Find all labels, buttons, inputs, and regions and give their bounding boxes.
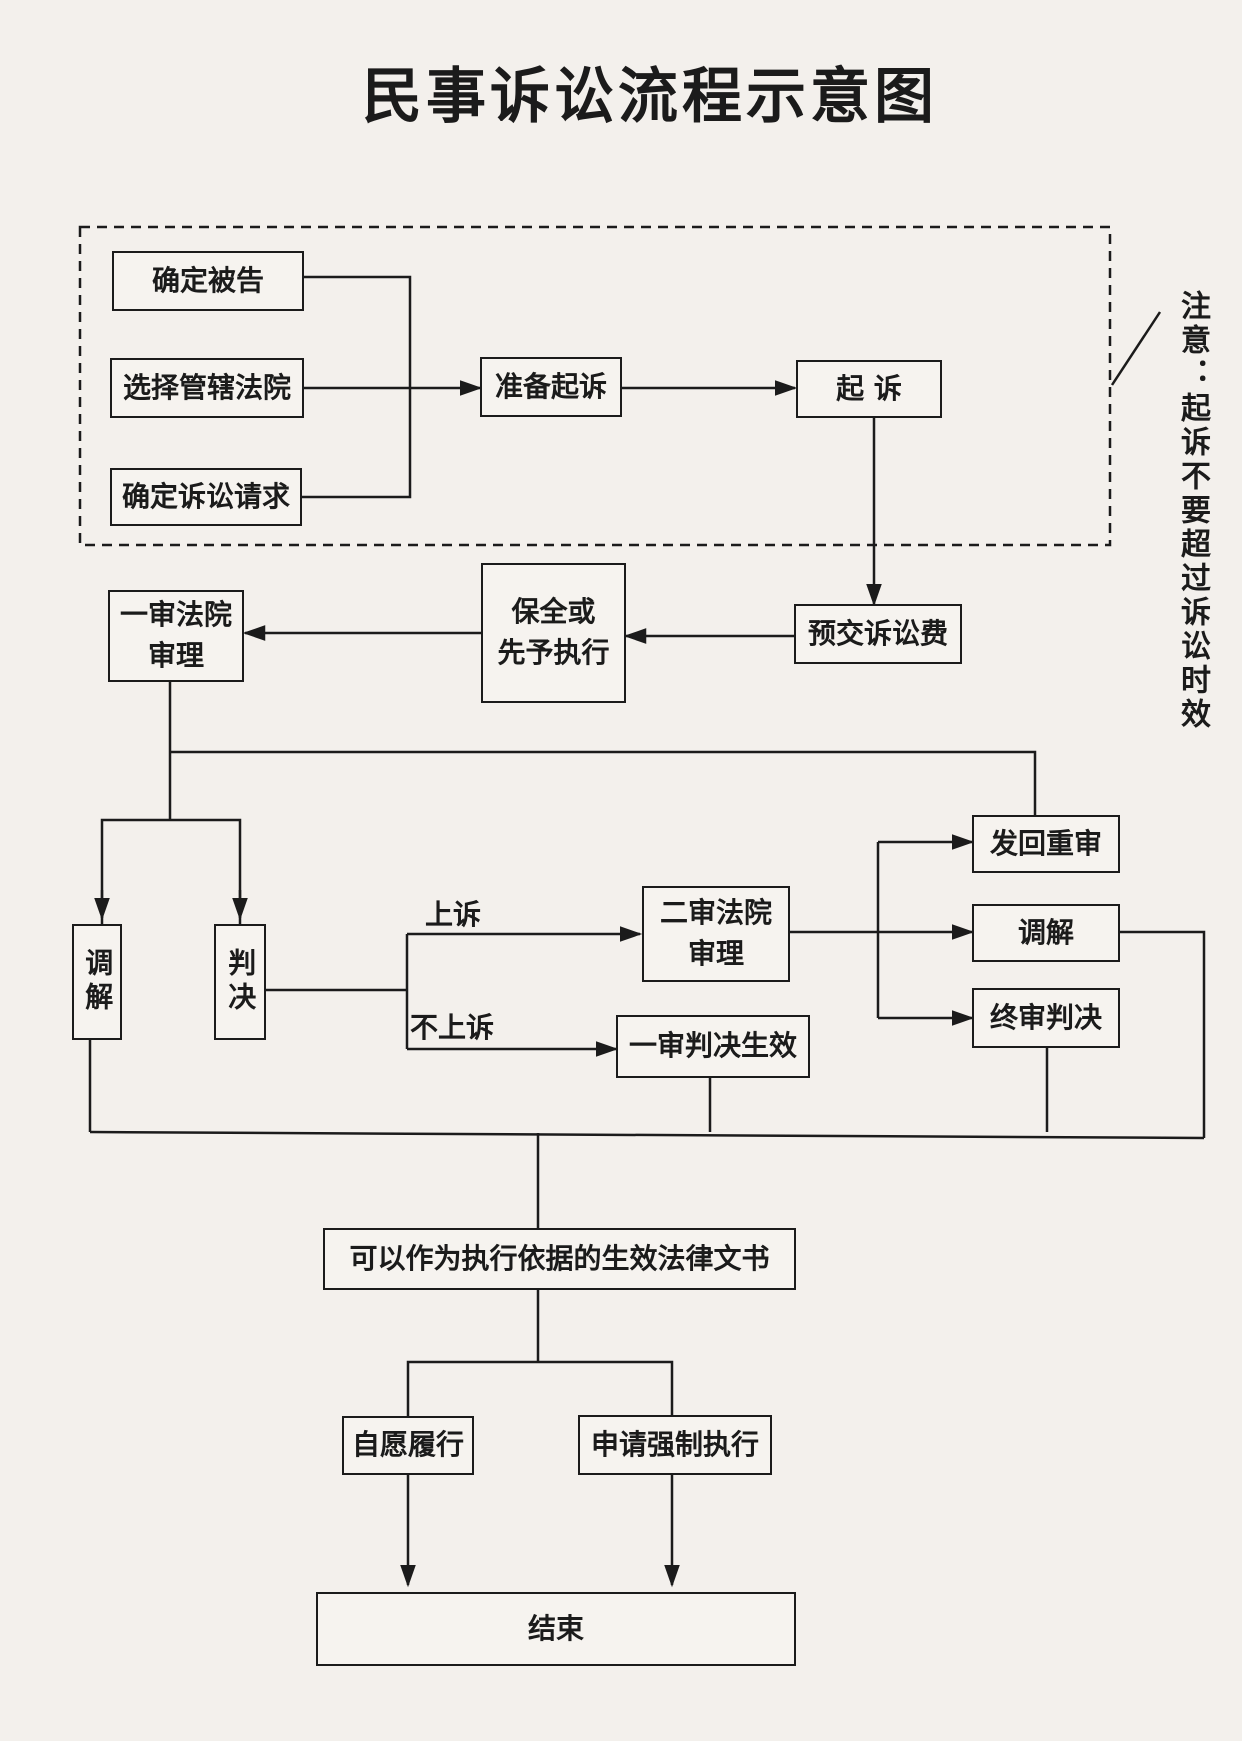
node-determine-defendant: 确定被告: [112, 251, 304, 311]
node-second-instance: 二审法院 审理: [642, 886, 790, 982]
node-final-judgment: 终审判决: [972, 988, 1120, 1048]
node-end: 结束: [316, 1592, 796, 1666]
node-prepare-suit: 准备起诉: [480, 357, 622, 417]
node-apply-enforcement: 申请强制执行: [578, 1415, 772, 1475]
node-select-court: 选择管辖法院: [110, 358, 304, 418]
node-file-suit: 起 诉: [796, 360, 942, 418]
note-statute-of-limitations: 注意：起诉不要超过诉讼时效: [1175, 290, 1210, 732]
node-voluntary-performance: 自愿履行: [342, 1416, 474, 1475]
node-first-instance: 一审法院 审理: [108, 590, 244, 682]
node-determine-claim: 确定诉讼请求: [110, 468, 302, 526]
node-effective-document: 可以作为执行依据的生效法律文书: [323, 1228, 796, 1290]
node-prepay-fee: 预交诉讼费: [794, 604, 962, 664]
page-title: 民事诉讼流程示意图: [362, 62, 938, 132]
node-judgment: 判决: [214, 924, 266, 1040]
label-appeal: 上诉: [425, 898, 482, 931]
node-remand-retrial: 发回重审: [972, 815, 1120, 873]
node-mediation-second: 调解: [972, 904, 1120, 962]
node-preservation: 保全或 先予执行: [481, 563, 626, 703]
preparation-group-border: [78, 225, 1112, 547]
note-pointer-line: [1110, 311, 1162, 386]
node-mediation-first: 调解: [72, 924, 122, 1040]
node-first-judgment-effective: 一审判决生效: [616, 1015, 810, 1078]
label-no-appeal: 不上诉: [410, 1011, 495, 1044]
